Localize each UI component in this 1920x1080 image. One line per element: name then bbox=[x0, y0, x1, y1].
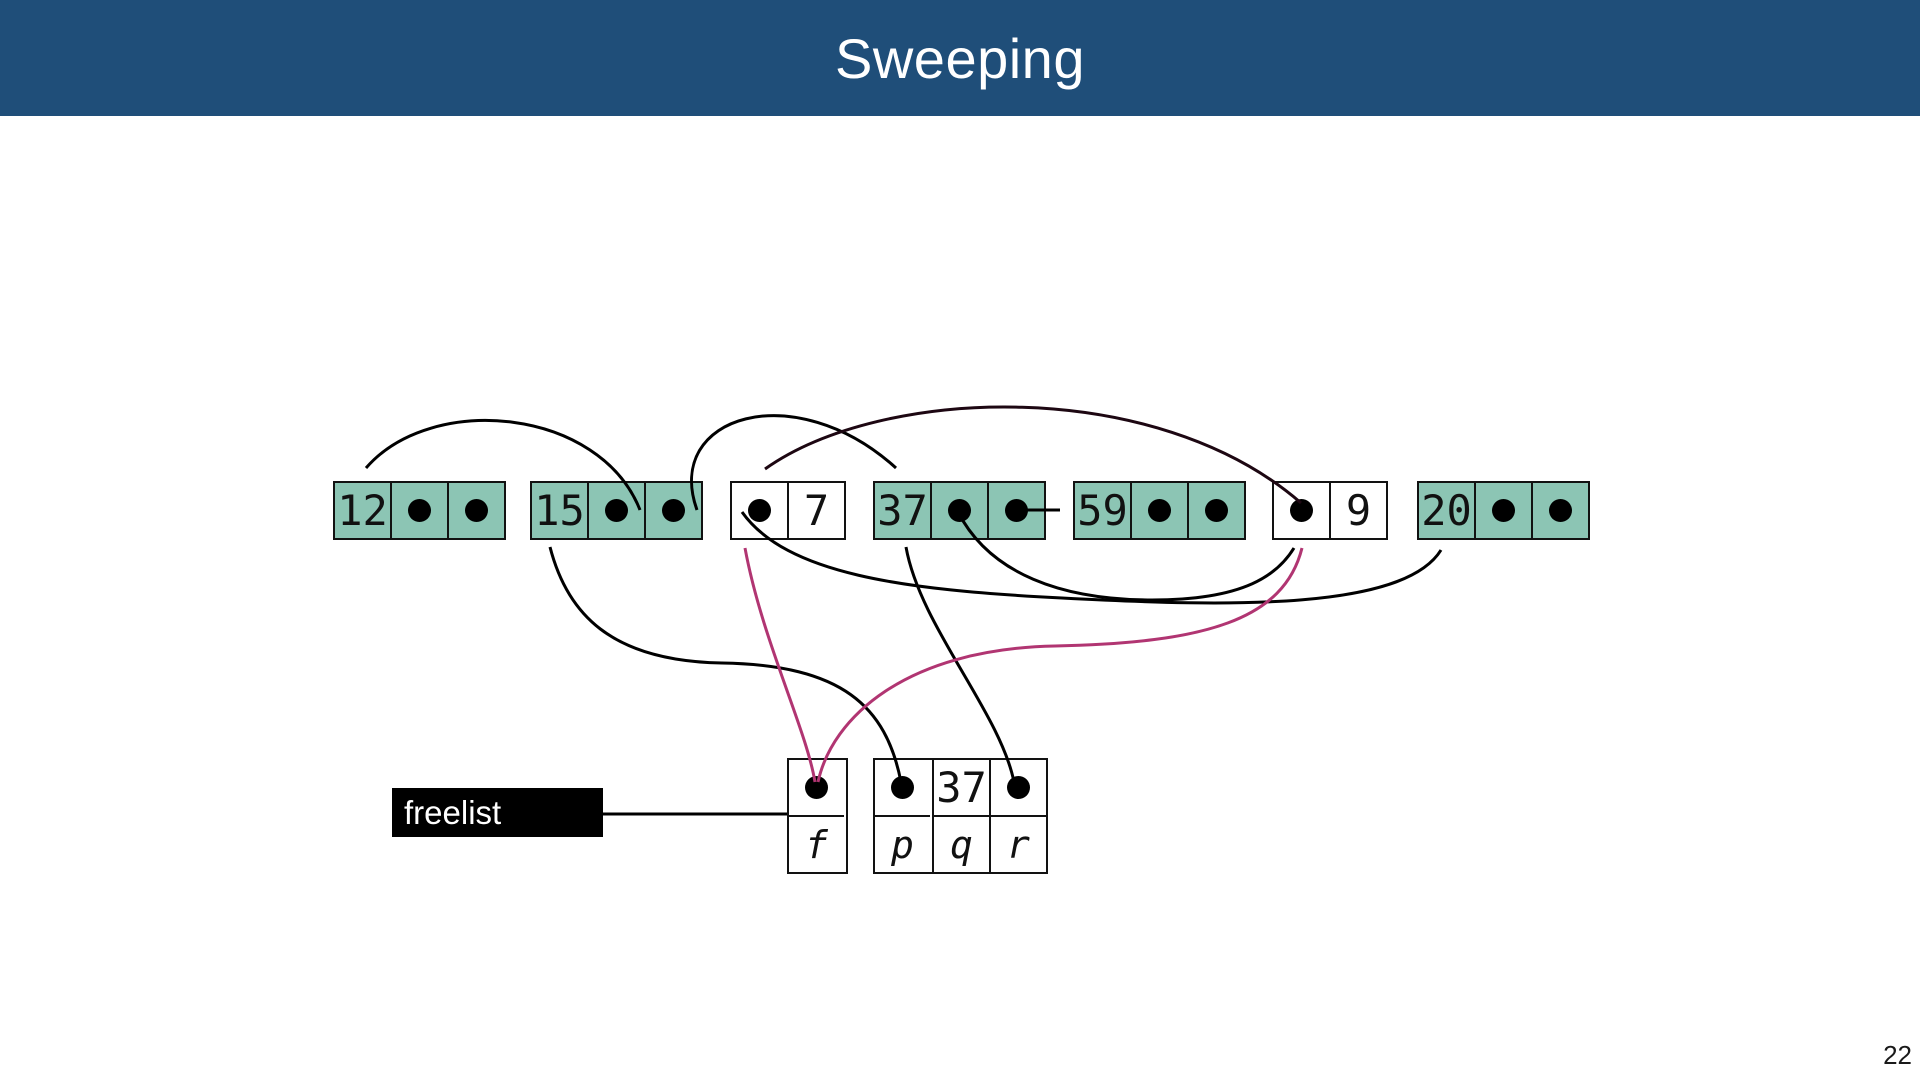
block-size-label: 15 bbox=[532, 483, 587, 538]
q-value-cell: 37 bbox=[932, 760, 989, 815]
pointer-cell bbox=[587, 483, 644, 538]
pointer-dot bbox=[408, 499, 431, 522]
heap-block-7-free: 7 bbox=[730, 481, 846, 540]
block-size-label: 20 bbox=[1419, 483, 1474, 538]
pointer-dot bbox=[1007, 776, 1030, 799]
pointer-cell bbox=[987, 483, 1044, 538]
arrow-r-to-37 bbox=[904, 546, 1016, 783]
pointer-dot bbox=[891, 776, 914, 799]
arrow-f-to-7-new bbox=[743, 547, 817, 783]
pointer-cell bbox=[930, 483, 987, 538]
pointer-dot bbox=[1549, 499, 1572, 522]
p-name-cell: p bbox=[875, 815, 930, 872]
pointer-dot bbox=[948, 499, 971, 522]
block-size-label: 12 bbox=[335, 483, 390, 538]
pointer-dot bbox=[465, 499, 488, 522]
block-size-label: 59 bbox=[1075, 483, 1130, 538]
f-pointer-cell bbox=[789, 760, 844, 815]
pointer-dot bbox=[662, 499, 685, 522]
block-size-label: 9 bbox=[1329, 483, 1386, 538]
next-pointer-cell bbox=[1274, 483, 1329, 538]
slide-title: Sweeping bbox=[835, 26, 1085, 90]
pointer-cell bbox=[1130, 483, 1187, 538]
title-banner: Sweeping bbox=[0, 0, 1920, 116]
pointer-dot bbox=[1492, 499, 1515, 522]
heap-block-20: 20 bbox=[1417, 481, 1590, 540]
pointer-cell bbox=[1187, 483, 1244, 538]
pointer-dot bbox=[748, 499, 771, 522]
pointer-dot bbox=[605, 499, 628, 522]
r-pointer-cell bbox=[989, 760, 1046, 815]
pointer-cell bbox=[390, 483, 447, 538]
heap-block-9-free: 9 bbox=[1272, 481, 1388, 540]
pointer-dot bbox=[1290, 499, 1313, 522]
pointer-cell bbox=[447, 483, 504, 538]
r-name-cell: r bbox=[989, 815, 1046, 872]
heap-block-59: 59 bbox=[1073, 481, 1246, 540]
arrow-f-to-9-new bbox=[816, 547, 1304, 783]
pointer-cell bbox=[1474, 483, 1531, 538]
p-pointer-cell bbox=[875, 760, 930, 815]
q-name-cell: q bbox=[932, 815, 989, 872]
pointer-dot bbox=[1148, 499, 1171, 522]
pointer-dot bbox=[1005, 499, 1028, 522]
pointer-cell bbox=[644, 483, 701, 538]
heap-block-15: 15 bbox=[530, 481, 703, 540]
next-pointer-cell bbox=[732, 483, 787, 538]
block-size-label: 7 bbox=[787, 483, 844, 538]
roots-box-pqr: 37 p q r bbox=[873, 758, 1048, 874]
block-size-label: 37 bbox=[875, 483, 930, 538]
var-box-f: f bbox=[787, 758, 848, 874]
f-name-cell: f bbox=[789, 815, 844, 872]
arrow-p-to-15 bbox=[548, 546, 903, 783]
heap-block-12: 12 bbox=[333, 481, 506, 540]
freelist-label: freelist bbox=[392, 788, 603, 837]
freelist-label-text: freelist bbox=[404, 793, 502, 831]
page-number: 22 bbox=[1883, 1040, 1912, 1070]
pointer-dot bbox=[1205, 499, 1228, 522]
heap-block-37: 37 bbox=[873, 481, 1046, 540]
pointer-cell bbox=[1531, 483, 1588, 538]
pointer-dot bbox=[805, 776, 828, 799]
